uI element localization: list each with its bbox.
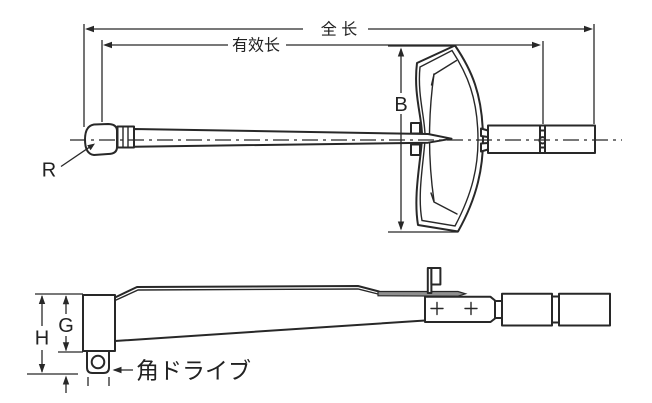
plate-bracket-upper (410, 122, 421, 135)
arrowhead-up (62, 375, 70, 385)
beam-top-edge-inner (114, 288, 379, 302)
arrowhead-left (112, 366, 122, 374)
plate-handle-connector-upper (480, 127, 489, 138)
handle-end-cap-top-view (544, 124, 596, 154)
dial-plate-top-mark (430, 59, 458, 86)
beam-top-edge-outer (114, 285, 380, 299)
grip-section (501, 292, 553, 327)
dial-plate-bottom-mark (430, 192, 458, 215)
arrowhead-up (397, 47, 405, 57)
label-square-drive: 角ドライブ (112, 358, 251, 384)
handle-end-cap-side-view (558, 292, 611, 327)
dimension-effective-length: 有效长 (101, 37, 544, 124)
handle-body-side-view (424, 295, 496, 323)
wrench-head-side-view (82, 294, 116, 352)
handle-grip-top-view (487, 124, 541, 154)
side-view (82, 267, 611, 374)
arrowhead-down (62, 342, 70, 352)
dial-plate-inner-outline (418, 49, 479, 227)
dimension-total-length: 全 长 (83, 21, 595, 127)
dimension-G: G (58, 295, 83, 353)
square-drive-hole (90, 354, 106, 370)
head-body-height-label: G (58, 315, 74, 337)
arrowhead-left (103, 41, 112, 49)
head-radius-label: R (42, 160, 56, 182)
square-drive-label: 角ドライブ (136, 358, 251, 384)
body-height-label: B (394, 94, 407, 116)
beam-bottom-edge (114, 319, 426, 342)
arrowhead-down (397, 221, 405, 231)
dimension-drive-height (62, 375, 110, 393)
plate-handle-connector-lower (480, 142, 489, 153)
arrowhead-up (38, 295, 46, 304)
arrowhead-down (38, 364, 46, 373)
arrowhead-leader (87, 143, 95, 151)
dimension-H: H (27, 293, 83, 375)
grip-neck (551, 295, 560, 324)
plus-mark-1 (430, 301, 444, 316)
dimension-R: R (42, 143, 95, 182)
arrowhead-up (62, 295, 70, 305)
top-view (70, 44, 622, 233)
beam-needle (133, 128, 453, 148)
head-collar (116, 125, 135, 149)
arrowhead-right (532, 41, 541, 49)
arrowhead-left (85, 25, 94, 33)
effective-length-label: 有效长 (232, 37, 280, 55)
arrowhead-right (584, 25, 593, 33)
pointer-tab-head (430, 267, 442, 286)
handle-stub (494, 300, 503, 319)
overall-head-height-label: H (35, 328, 49, 350)
plate-bracket-lower (410, 143, 421, 156)
total-length-label: 全 长 (321, 21, 357, 39)
dimension-B: B (388, 45, 458, 233)
plus-mark-2 (464, 301, 478, 316)
scale-strip (377, 290, 468, 297)
leader-line (60, 146, 91, 168)
